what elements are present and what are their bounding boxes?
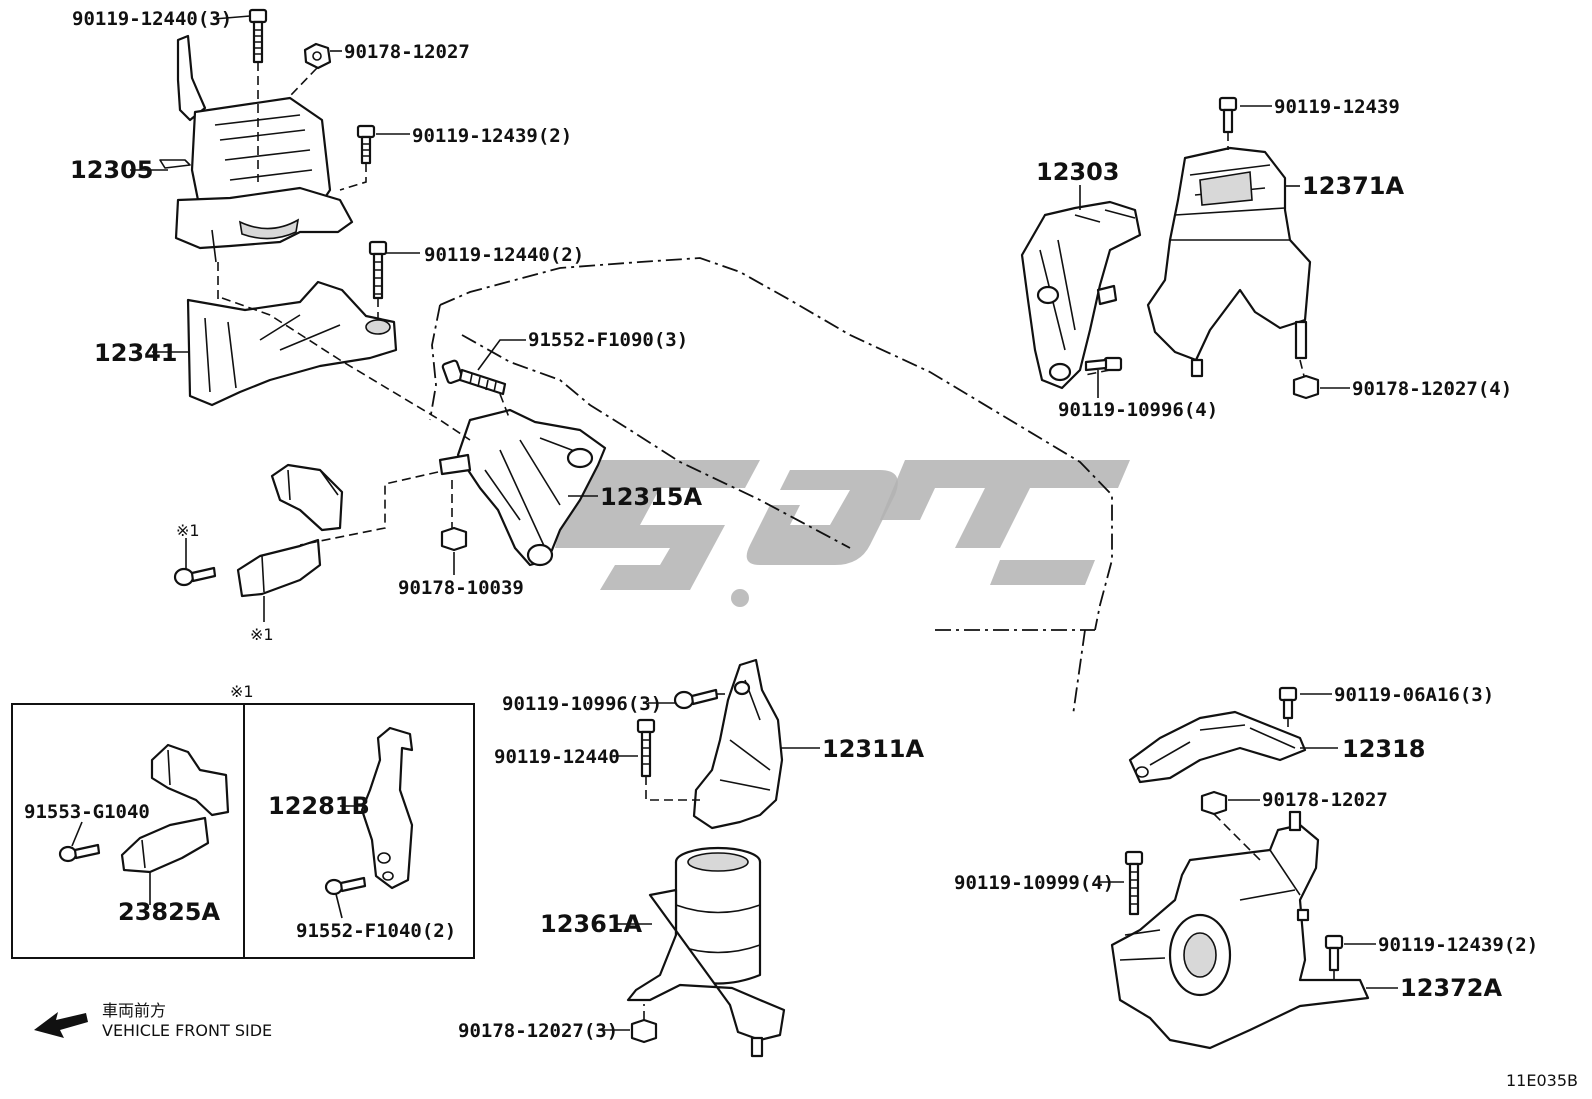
engine-mount-12305 xyxy=(159,34,354,263)
label-90119-06a16-3: 90119-06A16(3) xyxy=(1334,684,1494,706)
bracket-12303 xyxy=(1020,200,1142,390)
label-90178-12027-top: 90178-12027 xyxy=(344,41,470,63)
label-90119-12439-2-right: 90119-12439(2) xyxy=(1378,934,1538,956)
label-90119-10996-4: 90119-10996(4) xyxy=(1058,399,1218,421)
label-90119-12440-2: 90119-12440(2) xyxy=(424,244,584,266)
label-12318: 12318 xyxy=(1342,735,1426,763)
label-91553-g1040: 91553-G1040 xyxy=(24,801,150,823)
engine-mount-12372a xyxy=(1110,810,1370,1050)
label-90119-12440-3: 90119-12440(3) xyxy=(72,8,232,30)
bracket-12311a xyxy=(692,658,784,830)
bolt-90119-06a16 xyxy=(1278,686,1298,720)
label-90119-10999-4: 90119-10999(4) xyxy=(954,872,1114,894)
front-side-note-en: VEHICLE FRONT SIDE xyxy=(102,1021,272,1040)
bolt-91552-f1090 xyxy=(441,359,507,396)
diagram-code: 11E035B xyxy=(1506,1071,1578,1090)
label-91552-f1090-3: 91552-F1090(3) xyxy=(528,329,688,351)
bolt-90119-10996-mid xyxy=(673,688,719,710)
bolt-90119-12440-top xyxy=(248,8,268,64)
label-12281b: 12281B xyxy=(268,792,370,820)
label-12311a: 12311A xyxy=(822,735,924,763)
screw-note-1 xyxy=(173,566,217,587)
leader-lines xyxy=(130,15,1398,1031)
label-90178-12027-right: 90178-12027 xyxy=(1262,789,1388,811)
label-90119-10996-3: 90119-10996(3) xyxy=(502,693,662,715)
label-91552-f1040-2: 91552-F1040(2) xyxy=(296,920,456,942)
engine-outline xyxy=(429,257,1113,716)
engine-mount-12371a xyxy=(1146,146,1312,378)
inset-bracket-12281b xyxy=(324,726,414,919)
nut-90178-12027-bottom xyxy=(630,1018,658,1044)
label-12305: 12305 xyxy=(70,156,154,184)
label-90119-12439-top-right: 90119-12439 xyxy=(1274,96,1400,118)
bolt-90119-12439-top-right xyxy=(1218,96,1238,134)
label-90178-10039: 90178-10039 xyxy=(398,577,524,599)
label-90178-12027-4: 90178-12027(4) xyxy=(1352,378,1512,400)
vehicle-front-arrow-icon xyxy=(34,1012,88,1038)
label-12303: 12303 xyxy=(1036,158,1120,186)
bolt-90119-10996-right xyxy=(1084,356,1123,372)
bolt-90119-10999 xyxy=(1124,850,1144,916)
bracket-12315a xyxy=(438,408,607,567)
nut-90178-10039 xyxy=(440,526,468,552)
nut-90178-12027-right-lower xyxy=(1200,790,1228,816)
engine-mount-12361a xyxy=(626,846,786,1058)
label-90178-12027-3: 90178-12027(3) xyxy=(458,1020,618,1042)
bolt-90119-12439-right-lower xyxy=(1324,934,1344,972)
label-12372a: 12372A xyxy=(1400,974,1502,1002)
inset-note-marker: ※1 xyxy=(230,682,254,701)
nut-90178-12027-top xyxy=(303,42,332,70)
inset-cover-23825a xyxy=(58,743,230,905)
label-12315a: 12315A xyxy=(600,483,702,511)
callout-labels: 90119-12440(3) 90178-12027 90119-12439(2… xyxy=(24,8,1578,1090)
connection-lines xyxy=(217,62,1335,1020)
inset-box xyxy=(11,703,475,959)
label-note-bracket: ※1 xyxy=(250,625,274,644)
cover-piece-upper xyxy=(270,463,344,532)
label-12371a: 12371A xyxy=(1302,172,1404,200)
bolt-90119-12439-top-left xyxy=(356,124,376,165)
nut-90178-12027-right-upper xyxy=(1292,374,1320,400)
bracket-12318 xyxy=(1128,710,1307,784)
label-90119-12439-2-top: 90119-12439(2) xyxy=(412,125,572,147)
bolt-90119-12440-middle xyxy=(368,240,388,300)
label-12341: 12341 xyxy=(94,339,178,367)
label-note-screw: ※1 xyxy=(176,521,200,540)
label-12361a: 12361A xyxy=(540,910,642,938)
label-23825a: 23825A xyxy=(118,898,220,926)
bolt-90119-12440-mid xyxy=(636,718,656,778)
watermark-logo xyxy=(555,460,1130,607)
front-side-note-jp: 車両前方 xyxy=(102,1001,166,1020)
bracket-12341 xyxy=(186,280,398,407)
label-90119-12440: 90119-12440 xyxy=(494,746,620,768)
cover-piece-lower xyxy=(236,538,322,598)
